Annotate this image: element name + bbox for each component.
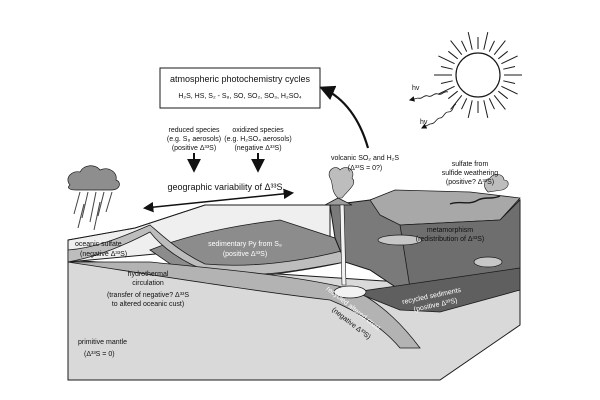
sun-ray — [447, 90, 459, 100]
reduced-species-sign: (positive Δ³³S) — [172, 145, 216, 152]
sun-ray — [497, 50, 509, 60]
sun-ray — [501, 85, 518, 95]
volcanic-sign: (Δ³³S = 0?) — [348, 165, 382, 172]
oxidized-species-example: (e.g. H₂SO₄ aerosols) — [224, 136, 291, 143]
metamorphism-label: metamorphism — [427, 227, 473, 234]
sun-ray — [440, 66, 453, 70]
mantle-sign: (Δ³³S = 0) — [84, 351, 115, 358]
sun-ray — [501, 55, 518, 65]
sun-ray — [440, 80, 453, 84]
oxidized-species-sign: (negative Δ³³S) — [234, 145, 281, 152]
hv-wave-icon — [408, 91, 449, 102]
sun-ray — [503, 66, 516, 70]
hydrothermal-sign: (transfer of negative? Δ³³S — [107, 292, 189, 299]
volcano-cone — [324, 197, 353, 206]
geographic-variability-label: geographic variability of Δ³³S — [167, 182, 282, 192]
sun-ray — [493, 40, 506, 56]
rain-cloud — [67, 165, 120, 231]
metamorphic-lens — [377, 234, 423, 246]
weathering-label: sulfide weathering — [442, 170, 499, 177]
magma-chamber — [333, 285, 367, 299]
hv-label: hv — [420, 119, 428, 126]
sun-ray — [467, 100, 473, 119]
sun-ray — [483, 31, 489, 50]
sun-ray — [438, 85, 455, 95]
sun-ray — [503, 80, 516, 84]
sun-ray — [483, 100, 489, 119]
metamorphism-sign: (redistribution of Δ³³S) — [416, 236, 484, 243]
subducting-slab — [67, 261, 421, 349]
weathering-sign: (positive? Δ³³S) — [446, 179, 494, 186]
sun-ray — [450, 94, 463, 110]
geographic-arrow — [142, 188, 295, 213]
hydrothermal-label: circulation — [132, 280, 164, 287]
magma-conduit — [339, 204, 347, 286]
reduced-species-example: (e.g. S₈ aerosols) — [167, 136, 221, 143]
hydrothermal-label: hydrothermal — [128, 271, 169, 278]
hydrothermal-sign: to altered oceanic cust) — [112, 301, 184, 308]
sun-icon — [434, 31, 522, 119]
sun-ray — [488, 98, 495, 110]
volcanic-label: volcanic SO₂ and H₂S — [331, 155, 399, 162]
metamorphic-lens — [473, 256, 503, 268]
weathering-streak — [449, 195, 501, 205]
hv-label: hv — [412, 85, 420, 92]
sun-ray — [461, 98, 468, 110]
oceanic-sulfate-sign: (negative Δ³³S) — [80, 251, 127, 258]
sedimentary-label: sedimentary Py from S₈ — [208, 241, 282, 248]
sun-ray — [450, 40, 463, 56]
oceanic-sulfate-label: oceanic sulfate — [75, 241, 122, 248]
weathering-plume — [484, 174, 509, 193]
cloud-icon — [67, 165, 120, 191]
geologic-block — [67, 167, 521, 381]
sun-ray — [497, 90, 509, 100]
atmosphere-title: atmospheric photochemistry cycles — [170, 74, 311, 84]
reduced-species-label: reduced species — [169, 127, 220, 134]
recycled-sediments-band — [353, 267, 521, 313]
sedimentary-sign: (positive Δ³³S) — [223, 251, 267, 258]
atmosphere-species: H₂S, HS, S₂ - S₈, SO, SO₂, SO₃, H₂SO₄ — [178, 93, 301, 100]
sun-ray — [438, 55, 455, 65]
sun-ray — [461, 40, 468, 52]
mantle-label: primitive mantle — [78, 339, 127, 346]
volcanic-plume — [328, 167, 355, 199]
sun-ray — [467, 31, 473, 50]
atmosphere-box — [159, 67, 321, 109]
sun-ray — [447, 50, 459, 60]
hv-wave-icon — [420, 103, 457, 129]
volcanic-return-arrow — [319, 85, 370, 149]
weathering-label: sulfate from — [452, 161, 489, 168]
sun-ray — [488, 40, 495, 52]
rain-streaks-icon — [73, 191, 113, 231]
oxidized-species-label: oxidized species — [232, 127, 284, 134]
sun-ray — [493, 94, 506, 110]
